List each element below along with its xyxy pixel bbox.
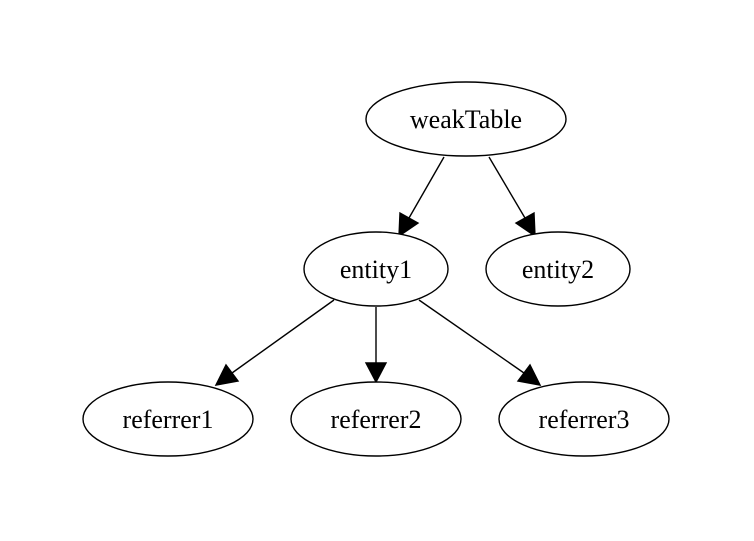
- node-referrer2: referrer2: [290, 381, 462, 457]
- node-referrer3: referrer3: [498, 381, 670, 457]
- node-label-referrer2: referrer2: [331, 405, 422, 434]
- node-label-referrer3: referrer3: [539, 405, 630, 434]
- node-entity2: entity2: [485, 231, 631, 307]
- node-label-referrer1: referrer1: [123, 405, 214, 434]
- node-referrer1: referrer1: [82, 381, 254, 457]
- edge-weakTable-entity1: [398, 156, 445, 238]
- edge-entity1-referrer2: [364, 307, 388, 384]
- node-label-entity2: entity2: [522, 255, 594, 284]
- node-entity1: entity1: [303, 231, 449, 307]
- node-label-weakTable: weakTable: [410, 105, 522, 134]
- node-weakTable: weakTable: [365, 81, 567, 157]
- edge-weakTable-entity2: [488, 156, 536, 238]
- node-label-entity1: entity1: [340, 255, 412, 284]
- nodes-layer: weakTable entity1 entity2 referrer1 refe…: [82, 81, 670, 457]
- edge-entity1-referrer1: [214, 299, 335, 386]
- edge-entity1-referrer3: [418, 299, 542, 386]
- edges-layer: [214, 156, 542, 386]
